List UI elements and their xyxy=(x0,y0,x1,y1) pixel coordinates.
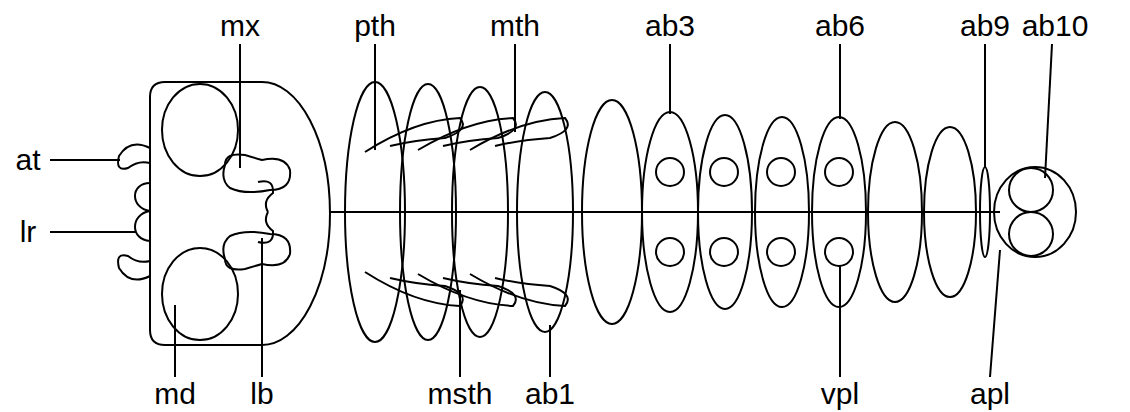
part-label: ab1 xyxy=(523,378,577,410)
terminal-segment xyxy=(994,167,1076,257)
part-label: ab9 xyxy=(958,10,1012,42)
midline xyxy=(330,211,1000,213)
part-label: md xyxy=(152,378,198,410)
part-label: mx xyxy=(218,10,262,42)
part-label: lr xyxy=(18,216,39,248)
anal-lobe xyxy=(1009,212,1053,256)
part-label: at xyxy=(13,144,42,176)
lower-half xyxy=(118,212,853,340)
labrum xyxy=(135,183,150,241)
part-label: ab10 xyxy=(1020,10,1091,42)
part-label: ab3 xyxy=(643,10,697,42)
part-label: ab6 xyxy=(813,10,867,42)
upper-half xyxy=(118,84,853,212)
part-label: msth xyxy=(425,378,494,410)
part-label: vpl xyxy=(819,378,861,410)
anal-lobe xyxy=(1009,168,1053,212)
part-label: lb xyxy=(248,378,275,410)
part-label: pth xyxy=(352,10,398,42)
leader-lines xyxy=(50,44,1052,377)
part-label: apl xyxy=(968,378,1012,410)
part-label: mth xyxy=(488,10,542,42)
